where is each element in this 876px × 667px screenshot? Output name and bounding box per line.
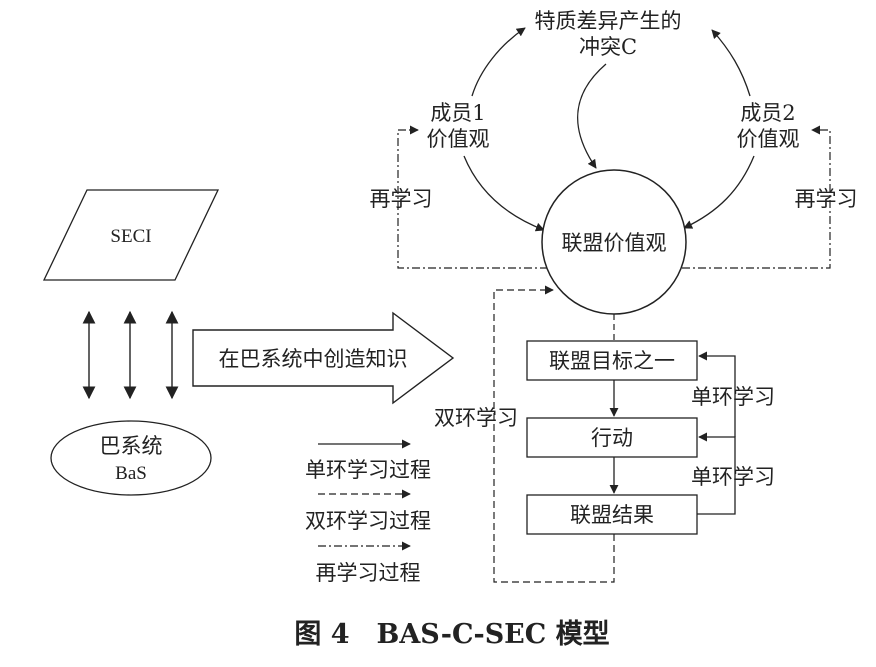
- alliance-values-label: 联盟价值观: [562, 231, 667, 255]
- relearn-loop-right: [682, 125, 831, 269]
- action-box: [526, 417, 698, 458]
- relearn-loop-left: [397, 125, 548, 269]
- member1-label-line1: 成员1: [430, 101, 485, 125]
- knowledge-creation-arrow: [192, 311, 455, 405]
- relearn-right-label: 再学习: [795, 187, 858, 211]
- goal-box-label: 联盟目标之一: [549, 349, 675, 373]
- single-loop-label-1: 单环学习: [691, 385, 775, 409]
- member1-to-conflict-arrow: [471, 27, 526, 97]
- conflict-label-line2: 冲突C: [579, 35, 637, 59]
- member1-to-alliance-arrow: [463, 155, 545, 232]
- member2-label-line1: 成员2: [740, 101, 795, 125]
- result-box-label: 联盟结果: [570, 503, 654, 527]
- member1-label-line2: 价值观: [427, 127, 490, 151]
- single-loop-lower: [697, 432, 736, 515]
- result-box: [526, 494, 698, 535]
- double-loop-label: 双环学习: [434, 406, 518, 430]
- legend-relearn-label: 再学习过程: [316, 561, 421, 585]
- single-loop-upper: [698, 351, 736, 437]
- conflict-to-alliance-arrow: [577, 63, 607, 169]
- member2-to-conflict-arrow: [711, 29, 751, 97]
- member2-label-line2: 价值观: [737, 127, 800, 151]
- legend-single-loop-label: 单环学习过程: [305, 458, 431, 482]
- seci-label: SECI: [110, 226, 151, 247]
- bas-label: BaS: [115, 463, 147, 484]
- figure-caption: 图 4 BAS-C-SEC 模型: [294, 619, 609, 650]
- legend-double-loop-label: 双环学习过程: [305, 509, 431, 533]
- action-box-label: 行动: [591, 426, 633, 450]
- relearn-left-label: 再学习: [370, 187, 433, 211]
- conflict-label-line1: 特质差异产生的: [535, 9, 682, 33]
- goal-box: [526, 340, 698, 381]
- seci-parallelogram: [42, 189, 220, 281]
- double-loop-path: [493, 285, 615, 583]
- single-loop-label-2: 单环学习: [691, 465, 775, 489]
- member2-to-alliance-arrow: [683, 155, 755, 229]
- ba-system-ellipse: [50, 420, 212, 496]
- ba-system-label: 巴系统: [100, 434, 163, 458]
- knowledge-creation-label: 在巴系统中创造知识: [219, 347, 408, 371]
